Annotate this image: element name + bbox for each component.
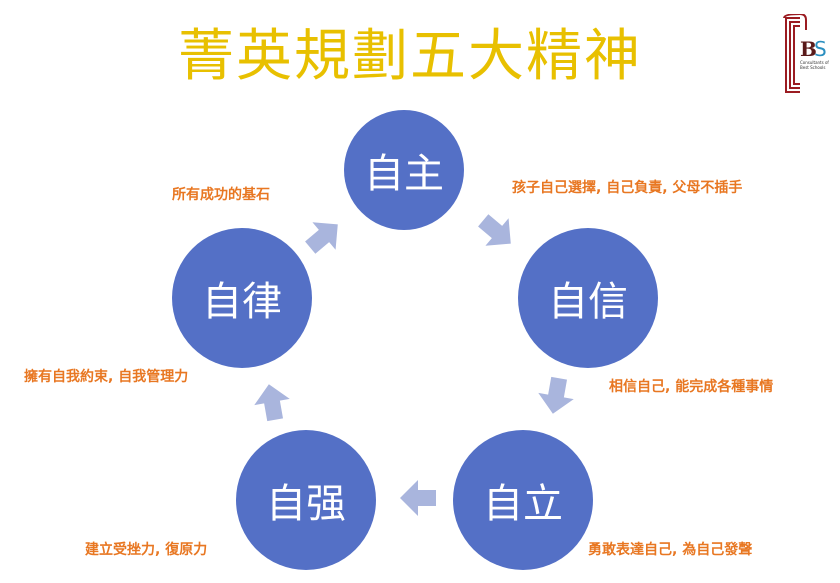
arrow-left-icon	[400, 480, 436, 516]
node-label: 自立	[483, 481, 563, 527]
svg-text:S: S	[814, 37, 827, 61]
node-zilv: 自律	[172, 228, 312, 368]
node-ziqiang: 自强	[236, 430, 376, 570]
center-note: 所有成功的基石	[172, 187, 270, 203]
arrow-down-icon	[538, 376, 574, 414]
node-label: 自信	[548, 279, 628, 325]
note-zixin: 相信自己, 能完成各種事情	[609, 379, 774, 395]
note-ziqiang: 建立受挫力, 復原力	[85, 542, 208, 558]
svg-text:Consultants of: Consultants of	[800, 60, 829, 65]
arrow-up-icon	[254, 384, 290, 422]
node-label: 自强	[266, 481, 346, 527]
node-label: 自律	[202, 279, 282, 325]
node-zixin: 自信	[518, 228, 658, 368]
arrow-up-right-icon	[305, 222, 338, 254]
note-zizhu: 孩子自己選擇, 自己負責, 父母不插手	[512, 180, 743, 196]
node-zizhu: 自主	[344, 110, 464, 230]
note-zili: 勇敢表達自己, 為自己發聲	[588, 542, 753, 558]
svg-text:B: B	[800, 37, 817, 61]
note-zilv: 擁有自我約束, 自我管理力	[24, 369, 189, 385]
cbs-logo: B S Consultants of Best Schools	[783, 14, 829, 93]
node-zili: 自立	[453, 430, 593, 570]
node-label: 自主	[364, 151, 444, 197]
arrow-right-down-icon	[478, 214, 511, 246]
svg-text:Best Schools: Best Schools	[800, 65, 826, 70]
slide-title: 菁英規劃五大精神	[178, 24, 642, 89]
